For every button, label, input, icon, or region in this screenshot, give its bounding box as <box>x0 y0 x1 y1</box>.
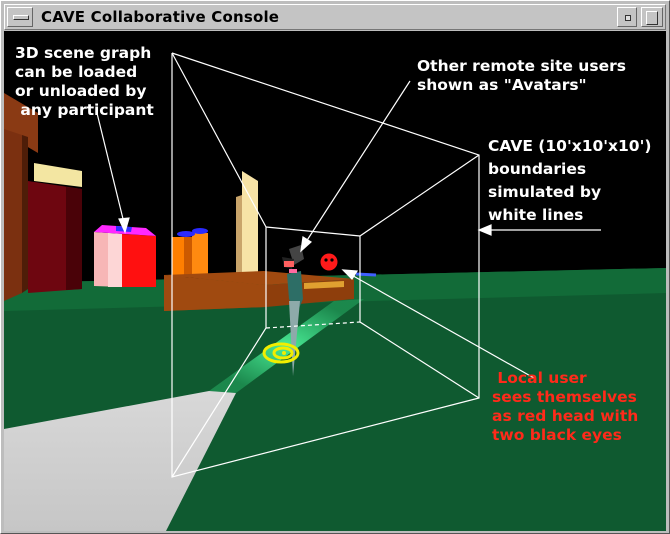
pillar-blue-cap-2 <box>192 228 208 234</box>
local-user-head <box>320 253 338 271</box>
annotation-scene-graph: 3D scene graph can be loaded or unloaded… <box>15 44 154 120</box>
tower-cream-side <box>236 195 242 281</box>
annotation-line: white lines <box>488 206 584 224</box>
window-menu-button[interactable] <box>7 7 33 27</box>
annotation-line: Local user <box>492 369 587 387</box>
block-pink-light <box>108 233 122 287</box>
pillar-orange-2 <box>184 237 192 277</box>
minimize-icon <box>625 15 631 21</box>
left-wall <box>4 129 22 301</box>
pillar-blue-cap <box>177 231 195 237</box>
annotation-line: CAVE (10'x10'x10') <box>488 137 652 155</box>
avatar-pink-belt <box>289 269 297 273</box>
maximize-icon <box>646 11 658 25</box>
tower-cream <box>242 171 258 281</box>
window-menu-icon <box>13 15 29 20</box>
scene-render <box>4 52 666 531</box>
avatar-legs <box>289 301 300 376</box>
title-bar[interactable]: CAVE Collaborative Console <box>4 4 666 30</box>
spotlight-beam <box>209 299 364 393</box>
building-dark-red-side <box>66 187 82 290</box>
spiral-marker-inner <box>272 346 294 360</box>
window-title: CAVE Collaborative Console <box>41 8 280 26</box>
avatar-hand <box>284 261 294 267</box>
annotation-line: sees themselves <box>492 388 637 406</box>
annotation-line: Other remote site users <box>417 57 626 75</box>
platform-front-shade <box>164 275 266 311</box>
3d-viewport[interactable]: 3D scene graph can be loaded or unloaded… <box>4 31 666 531</box>
platform-stripe <box>304 281 344 289</box>
spiral-marker-center <box>282 351 286 355</box>
walkway <box>4 391 236 531</box>
spiral-marker <box>262 342 300 364</box>
minimize-button[interactable] <box>617 7 637 27</box>
local-user-eye-left <box>324 258 328 262</box>
annotation-line: or unloaded by <box>15 82 147 100</box>
annotation-line: boundaries <box>488 160 587 178</box>
annotation-cave-bounds: CAVE (10'x10'x10') boundaries simulated … <box>488 135 651 227</box>
wand-pointer <box>355 272 377 277</box>
annotation-line: simulated by <box>488 183 602 201</box>
pillar-orange-1 <box>172 237 184 277</box>
pillar-orange-3 <box>192 233 208 277</box>
maximize-button[interactable] <box>641 7 663 27</box>
left-wall-side <box>22 135 28 293</box>
building-yellow-top <box>34 163 82 187</box>
annotation-line: shown as "Avatars" <box>417 76 587 94</box>
annotation-pointers <box>95 80 601 379</box>
annotation-line: can be loaded <box>15 63 138 81</box>
annotation-line: as red head with <box>492 407 639 425</box>
annotation-line: two black eyes <box>492 426 622 444</box>
platform-top <box>164 271 354 285</box>
block-red <box>122 234 156 287</box>
annotation-line: any participant <box>15 101 154 119</box>
annotation-avatars: Other remote site users shown as "Avatar… <box>417 57 626 95</box>
annotation-line: 3D scene graph <box>15 44 152 62</box>
local-user-eye-right <box>330 258 334 262</box>
annotation-local-user: Local user sees themselves as red head w… <box>492 369 638 445</box>
